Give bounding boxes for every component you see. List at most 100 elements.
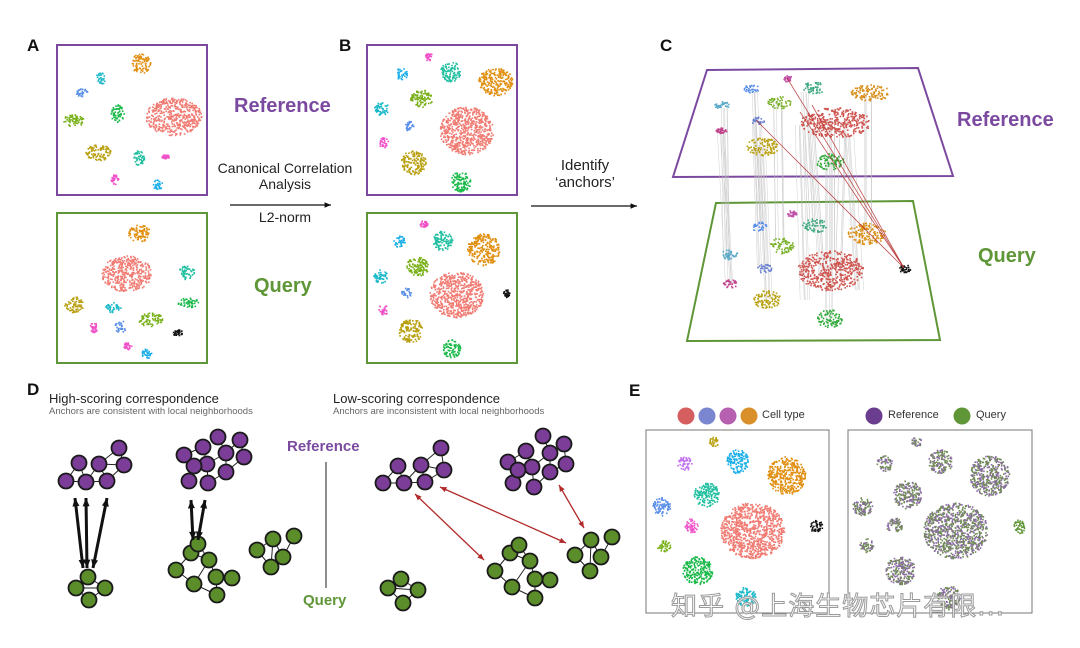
panel-b-ref-cluster-orange <box>478 68 514 97</box>
identify-anchors-arrow-head <box>630 203 637 209</box>
panel-c-ref-cluster-teal <box>803 82 823 95</box>
panel-a-ref-cluster-pink-small <box>161 154 170 160</box>
d-low-ref-group-1-node <box>435 461 453 479</box>
d-high-anchor-arrow-1-head <box>82 498 90 507</box>
d-low-query-group-2 <box>486 536 559 607</box>
panel-e-dataset-box <box>847 429 1033 614</box>
correspondence-line <box>776 101 779 246</box>
d-low-anchor-arrow-1-shaft <box>414 493 485 561</box>
identify-label-line2: ‘anchors’ <box>554 174 616 191</box>
panel-b-query-cluster-teal <box>433 230 454 251</box>
correspondence-line <box>808 129 819 276</box>
d-high-anchor-arrow-2-head <box>101 498 109 507</box>
panel-b-query-cluster-salmon <box>429 271 484 319</box>
panel-b-query-cluster-sky <box>393 235 406 248</box>
panel-b-reference-box <box>366 44 518 196</box>
d-low-ref-group-1 <box>374 439 453 492</box>
d-high-anchor-arrow-2-tail <box>91 559 99 568</box>
panel-c-query-cluster-blue <box>753 221 768 232</box>
d-high-anchor-arrow-0-tail <box>78 559 86 568</box>
panel-e-celltype-cluster-green <box>682 556 714 586</box>
d-low-ref-group-2-node <box>557 455 575 473</box>
d-high-anchor-arrow-0-shaft <box>73 497 85 569</box>
correspondence-line <box>845 134 857 291</box>
panel-b-ref-cluster-sky <box>397 68 408 81</box>
legend-celltype-dot-2 <box>719 407 737 425</box>
panel-a-query-cluster-cyan <box>105 302 122 314</box>
panel-c-query-cluster-cyan <box>722 249 739 261</box>
panel-a-query-cluster-salmon <box>101 255 152 292</box>
panel-c-ref-cluster-salmon <box>800 107 870 138</box>
cca-label-line2: Analysis <box>258 176 312 192</box>
d-high-ref-group-2-node <box>231 431 249 449</box>
correspondence-line <box>780 101 784 246</box>
panel-b-query-cluster-blue <box>401 287 413 299</box>
panel-e-dataset-cluster-a <box>876 455 893 472</box>
d-high-query-group-1 <box>67 568 114 609</box>
d-low-query-group-2-node <box>526 570 544 588</box>
panel-b-ref-cluster-teal <box>440 62 461 83</box>
panel-a-query-cluster-blue <box>114 320 126 333</box>
d-low-query-group-1 <box>379 570 427 612</box>
cca-arrow <box>230 202 331 208</box>
d-high-ref-group-2-node <box>175 446 193 464</box>
d-low-query-group-1-node <box>394 594 412 612</box>
panel-c-query-cluster-teal <box>802 218 827 233</box>
correspondence-line <box>752 121 758 269</box>
panel-a-query-box <box>56 212 208 364</box>
d-low-query-group-3-node <box>581 562 599 580</box>
panel-e-celltype-cluster-black <box>810 519 824 533</box>
panel-label-d: D <box>27 380 40 399</box>
panel-a-ref-cluster-sky <box>152 179 163 190</box>
d-high-ref-group-1-node <box>110 439 128 457</box>
d-high-query-group-1-node <box>96 579 114 597</box>
panel-a-ref-cluster-green <box>110 104 125 123</box>
correspondence-line <box>800 124 806 301</box>
panel-e-celltype-cluster-violet <box>677 456 693 471</box>
correspondence-line <box>853 134 864 291</box>
correspondence-line <box>773 101 777 246</box>
panel-a-ref-cluster-lime <box>63 114 85 127</box>
d-high-anchor-arrow-0 <box>72 497 86 569</box>
d-low-query-group-2-node <box>486 562 504 580</box>
d-low-anchor-arrow-1-tail <box>415 494 422 501</box>
d-low-query-group-1-node <box>392 570 410 588</box>
d-low-anchor-arrow-3-shaft <box>558 484 585 529</box>
correspondence-line <box>841 121 847 281</box>
d-high-ref-group-1-node <box>70 454 88 472</box>
d-high-ref-group-2-node <box>199 474 217 492</box>
d-high-query-group-2 <box>167 535 241 604</box>
panel-label-c: C <box>660 36 673 55</box>
panel-e-celltype-cluster-orange <box>767 456 807 495</box>
panel-e-celltype-cluster-cyan <box>735 587 757 607</box>
panel-c-ref-cluster-pink2 <box>715 127 728 135</box>
panel-e-dataset-cluster-b <box>928 449 953 474</box>
panel-b-query-cluster-orange <box>467 233 501 267</box>
panel-e-dataset-cluster-f <box>923 502 988 560</box>
panel-label-e: E <box>629 381 641 400</box>
panel-b-ref-cluster-salmon <box>439 106 494 156</box>
d-low-anchor-arrow-2-head <box>559 537 566 543</box>
panel-c-ref-cluster-olive <box>746 137 779 157</box>
d-high-query-group-1-node <box>80 591 98 609</box>
anchor-line-3 <box>811 104 905 269</box>
correspondence-line <box>759 144 768 300</box>
panel-a-ref-cluster-pink <box>110 174 120 186</box>
panel-e-dataset-cluster-qsmall <box>911 437 922 447</box>
panel-a-ref-cluster-salmon <box>145 97 203 137</box>
d-high-anchor-arrow-1-shaft <box>84 497 89 569</box>
legend-celltype-dot-0 <box>677 407 695 425</box>
panel-a-query-cluster-olive <box>64 296 84 314</box>
correspondence-line <box>814 129 825 276</box>
panel-c-ref-cluster-cyan <box>714 101 730 109</box>
d-low-anchor-arrow-1 <box>414 493 485 561</box>
panel-b-ref-cluster-cyan <box>374 102 389 116</box>
panel-c-query-cluster-pink2 <box>722 279 737 289</box>
d-low-query-group-2-node <box>541 571 559 589</box>
legend-query-dot <box>953 407 971 425</box>
panel-c-ref-cluster-blue <box>743 84 759 94</box>
panel-a-query-cluster-green <box>177 297 200 309</box>
panel-c-query-cluster-olive <box>753 290 781 309</box>
high-scoring-title: High-scoring correspondence <box>49 391 219 406</box>
legend-query-label: Query <box>976 409 1006 421</box>
